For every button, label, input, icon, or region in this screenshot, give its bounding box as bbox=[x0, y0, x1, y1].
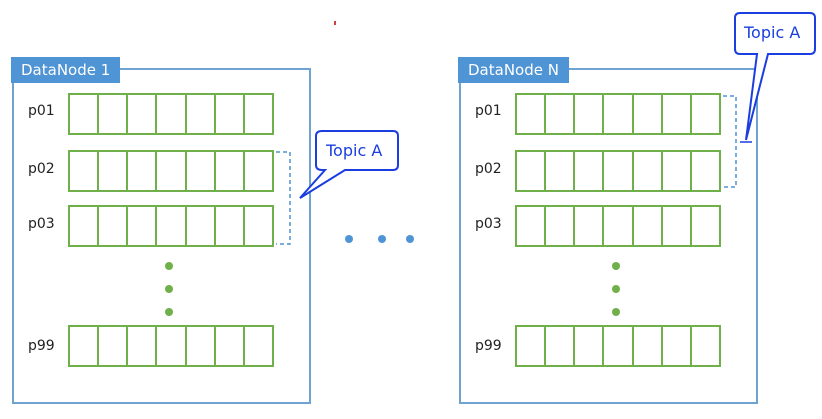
datanode-n-topic-bracket bbox=[723, 95, 737, 188]
datanode-n-partition-p02 bbox=[515, 150, 721, 192]
datanode-n-label-p99: p99 bbox=[475, 338, 502, 354]
datanode-1-label-p03: p03 bbox=[28, 216, 55, 232]
datanode-n-partition-p99 bbox=[515, 325, 721, 367]
callout-1-bubble bbox=[299, 130, 399, 199]
datanode-n-ellipsis-dot bbox=[612, 285, 620, 293]
datanode-1-partition-p99 bbox=[68, 325, 274, 367]
datanode-1-partition-p01 bbox=[68, 93, 274, 135]
datanode-n-label-p03: p03 bbox=[475, 216, 502, 232]
datanode-n-partition-p03 bbox=[515, 205, 721, 247]
stray-mark bbox=[334, 21, 336, 25]
between-nodes-ellipsis-dot bbox=[378, 235, 386, 243]
callout-2-label: Topic A bbox=[744, 23, 801, 42]
datanode-1-partition-p03 bbox=[68, 205, 274, 247]
datanode-1-label-p01: p01 bbox=[28, 103, 55, 119]
datanode-1-title: DataNode 1 bbox=[11, 57, 121, 83]
datanode-1-topic-bracket bbox=[276, 151, 291, 245]
datanode-1-ellipsis-dot bbox=[165, 285, 173, 293]
callout-2-bubble bbox=[734, 12, 816, 141]
datanode-1-box: DataNode 1 bbox=[11, 57, 311, 404]
datanode-n-title: DataNode N bbox=[458, 57, 569, 83]
datanode-1-label-p99: p99 bbox=[28, 338, 55, 354]
datanode-1-ellipsis-dot bbox=[165, 262, 173, 270]
datanode-1-partition-p02 bbox=[68, 150, 274, 192]
between-nodes-ellipsis-dot bbox=[406, 235, 414, 243]
datanode-n-ellipsis-dot bbox=[612, 308, 620, 316]
between-nodes-ellipsis-dot bbox=[345, 235, 353, 243]
datanode-n-label-p01: p01 bbox=[475, 103, 502, 119]
datanode-n-ellipsis-dot bbox=[612, 262, 620, 270]
datanode-1-ellipsis-dot bbox=[165, 308, 173, 316]
datanode-n-box: DataNode N bbox=[458, 57, 758, 404]
callout-1-label: Topic A bbox=[326, 141, 383, 160]
datanode-1-label-p02: p02 bbox=[28, 161, 55, 177]
datanode-n-partition-p01 bbox=[515, 93, 721, 135]
datanode-n-label-p02: p02 bbox=[475, 161, 502, 177]
